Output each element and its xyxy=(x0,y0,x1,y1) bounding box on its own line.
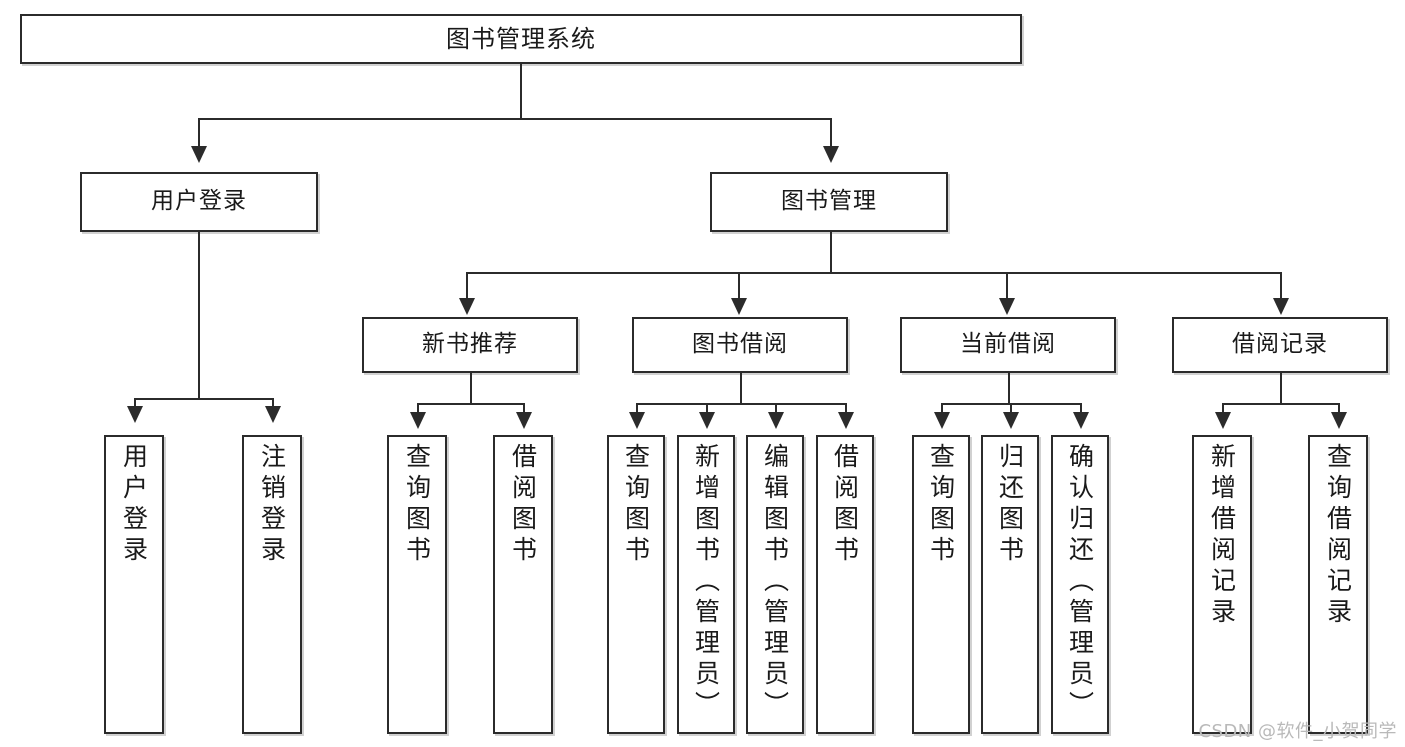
connector-user-login-bar xyxy=(134,398,274,400)
node-root-label: 图书管理系统 xyxy=(446,24,596,53)
node-borrow-record-label: 借阅记录 xyxy=(1232,331,1328,358)
arrowhead-leaf-logout-login xyxy=(265,406,281,423)
node-current-borrow-label: 当前借阅 xyxy=(960,331,1056,358)
connector-root-to-user-login xyxy=(198,118,200,146)
arrowhead-book-management xyxy=(823,146,839,163)
arrowhead-new-book-recommend xyxy=(459,298,475,315)
node-leaf-user-login[interactable]: 用户登录 xyxy=(104,435,164,734)
node-leaf-add-book[interactable]: 新增图书（管理员） xyxy=(677,435,735,734)
connector-br-bar xyxy=(1222,403,1340,405)
connector-bb-c2 xyxy=(706,403,708,412)
node-leaf-user-login-label: 用户登录 xyxy=(119,443,149,567)
connector-bb-bar xyxy=(636,403,847,405)
node-leaf-query-record[interactable]: 查询借阅记录 xyxy=(1308,435,1368,734)
node-leaf-borrow-book-2-label: 借阅图书 xyxy=(830,443,860,567)
connector-nbr-left xyxy=(417,403,419,412)
arrowhead-leaf-return-book xyxy=(1003,412,1019,429)
connector-nbr-trunk xyxy=(470,373,472,403)
node-leaf-borrow-book-1-label: 借阅图书 xyxy=(508,443,538,567)
connector-user-login-left xyxy=(134,398,136,406)
node-leaf-query-record-label: 查询借阅记录 xyxy=(1323,443,1353,629)
connector-bb-c4 xyxy=(845,403,847,412)
node-leaf-return-book-label: 归还图书 xyxy=(995,443,1025,567)
connector-br-trunk xyxy=(1280,373,1282,403)
node-leaf-edit-book[interactable]: 编辑图书（管理员） xyxy=(746,435,804,734)
arrowhead-leaf-borrow-book-1 xyxy=(516,412,532,429)
connector-bm-to-borrow-record xyxy=(1280,272,1282,298)
connector-br-left xyxy=(1222,403,1224,412)
arrowhead-leaf-add-record xyxy=(1215,412,1231,429)
node-user-login[interactable]: 用户登录 xyxy=(80,172,318,232)
node-leaf-query-book-2[interactable]: 查询图书 xyxy=(607,435,665,734)
node-leaf-add-book-label: 新增图书（管理员） xyxy=(691,443,721,722)
arrowhead-leaf-user-login xyxy=(127,406,143,423)
arrowhead-leaf-query-book-3 xyxy=(934,412,950,429)
node-book-borrow-label: 图书借阅 xyxy=(692,331,788,358)
arrowhead-leaf-add-book xyxy=(699,412,715,429)
connector-nbr-right xyxy=(523,403,525,412)
arrowhead-borrow-record xyxy=(1273,298,1289,315)
node-leaf-borrow-book-2[interactable]: 借阅图书 xyxy=(816,435,874,734)
arrowhead-leaf-query-book-1 xyxy=(410,412,426,429)
node-book-management[interactable]: 图书管理 xyxy=(710,172,948,232)
connector-book-management-trunk xyxy=(830,232,832,272)
node-leaf-add-record-label: 新增借阅记录 xyxy=(1207,443,1237,629)
connector-bb-c1 xyxy=(636,403,638,412)
connector-bm-to-current-borrow xyxy=(1006,272,1008,298)
arrowhead-user-login xyxy=(191,146,207,163)
node-borrow-record[interactable]: 借阅记录 xyxy=(1172,317,1388,373)
node-leaf-query-book-2-label: 查询图书 xyxy=(621,443,651,567)
node-leaf-confirm-return[interactable]: 确认归还（管理员） xyxy=(1051,435,1109,734)
node-leaf-borrow-book-1[interactable]: 借阅图书 xyxy=(493,435,553,734)
connector-cb-c1 xyxy=(941,403,943,412)
node-leaf-return-book[interactable]: 归还图书 xyxy=(981,435,1039,734)
connector-cb-trunk xyxy=(1008,373,1010,403)
node-leaf-confirm-return-label: 确认归还（管理员） xyxy=(1065,443,1095,722)
connector-root-to-book-management xyxy=(830,118,832,146)
connector-bm-to-book-borrow xyxy=(738,272,740,298)
node-leaf-query-book-1-label: 查询图书 xyxy=(402,443,432,567)
connector-bb-c3 xyxy=(775,403,777,412)
node-leaf-query-book-3-label: 查询图书 xyxy=(926,443,956,567)
connector-user-login-trunk xyxy=(198,232,200,398)
node-leaf-edit-book-label: 编辑图书（管理员） xyxy=(760,443,790,722)
connector-nbr-bar xyxy=(417,403,525,405)
arrowhead-leaf-confirm-return xyxy=(1073,412,1089,429)
node-leaf-query-book-1[interactable]: 查询图书 xyxy=(387,435,447,734)
connector-bb-trunk xyxy=(740,373,742,403)
node-current-borrow[interactable]: 当前借阅 xyxy=(900,317,1116,373)
connector-root-trunk xyxy=(520,64,522,118)
node-root[interactable]: 图书管理系统 xyxy=(20,14,1022,64)
node-new-book-recommend[interactable]: 新书推荐 xyxy=(362,317,578,373)
connector-cb-c2 xyxy=(1010,403,1012,412)
connector-user-login-right xyxy=(272,398,274,406)
connector-cb-c3 xyxy=(1080,403,1082,412)
arrowhead-leaf-query-book-2 xyxy=(629,412,645,429)
arrowhead-book-borrow xyxy=(731,298,747,315)
connector-root-bar xyxy=(198,118,832,120)
node-leaf-query-book-3[interactable]: 查询图书 xyxy=(912,435,970,734)
node-leaf-add-record[interactable]: 新增借阅记录 xyxy=(1192,435,1252,734)
connector-book-management-bar xyxy=(466,272,1282,274)
arrowhead-leaf-edit-book xyxy=(768,412,784,429)
node-leaf-logout-login-label: 注销登录 xyxy=(257,443,287,567)
node-book-management-label: 图书管理 xyxy=(781,188,877,215)
arrowhead-current-borrow xyxy=(999,298,1015,315)
connector-bm-to-new-book xyxy=(466,272,468,298)
node-new-book-recommend-label: 新书推荐 xyxy=(422,331,518,358)
arrowhead-leaf-query-record xyxy=(1331,412,1347,429)
node-user-login-label: 用户登录 xyxy=(151,188,247,215)
node-leaf-logout-login[interactable]: 注销登录 xyxy=(242,435,302,734)
node-book-borrow[interactable]: 图书借阅 xyxy=(632,317,848,373)
arrowhead-leaf-borrow-book-2 xyxy=(838,412,854,429)
connector-br-right xyxy=(1338,403,1340,412)
